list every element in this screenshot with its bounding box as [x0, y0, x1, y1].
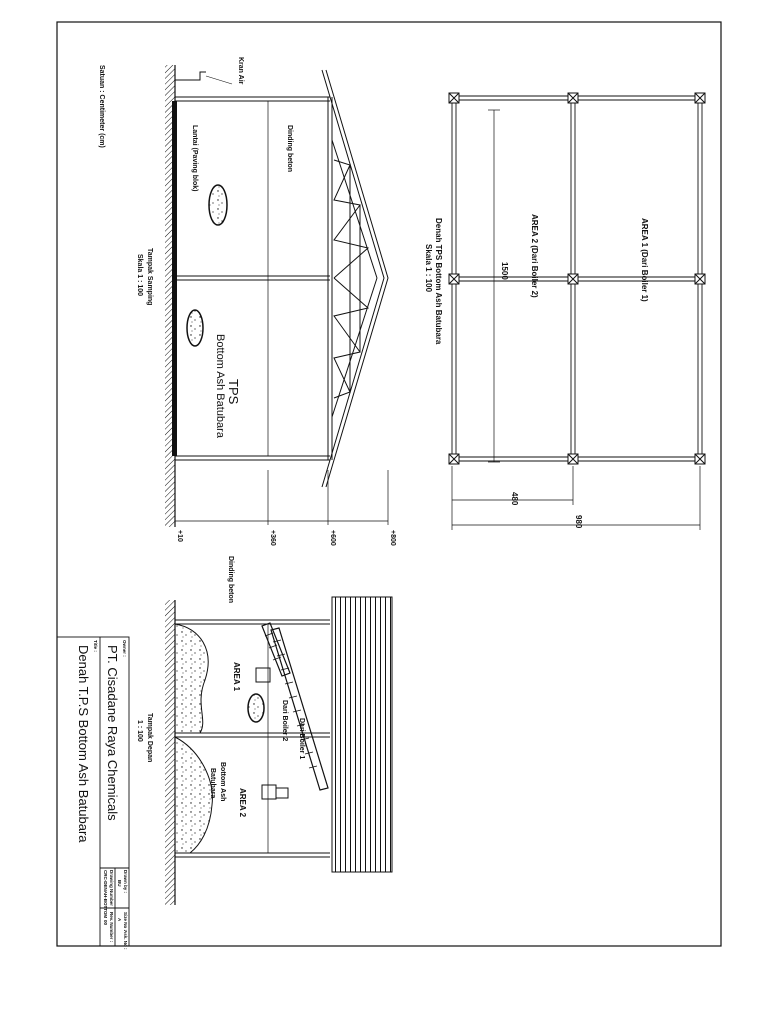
side-kran-air-label: Kran Air [237, 57, 244, 85]
tb-drawn-by: BU [117, 880, 122, 887]
plan-area1-label: AREA 1 (Dari Boiler 1) [640, 218, 649, 302]
ash-heap-area2 [174, 736, 213, 854]
plan-scale: Skala 1 : 100 [424, 244, 433, 293]
tb-title: Denah T.P.S Bottom Ash Batubara [76, 645, 91, 843]
ash-pile-2 [186, 309, 204, 347]
front-boiler2-label: Dari Boiler 2 [281, 700, 288, 742]
ash-pile-3 [247, 693, 265, 723]
plan-title: Denah TPS Bottom Ash Batubara [434, 218, 443, 345]
chute-1 [255, 667, 271, 683]
kran-air-pipe [175, 71, 206, 81]
tb-title-label: Title : [93, 640, 98, 652]
ash-heap-area1 [174, 623, 209, 734]
title-block-frame [56, 636, 130, 947]
level-markers [174, 470, 389, 525]
tb-drawn-by-label: Drawn by : [123, 870, 128, 894]
plan-dim-980: 980 [574, 515, 583, 529]
front-ground-hatch [165, 600, 175, 905]
plan-dim-480: 480 [510, 492, 519, 506]
plan-dim-length: 1500 [500, 262, 509, 280]
tb-owner: PT. Cisadane Raya Chemicals [105, 645, 120, 821]
plan-columns [448, 92, 706, 465]
front-area1-label: AREA 1 [232, 662, 241, 692]
front-view [165, 596, 393, 905]
sheet-border [56, 21, 722, 947]
level-marker-600: +600 [329, 530, 336, 546]
side-tps-label: TPS [226, 379, 241, 405]
front-boiler1-label: Dari Boiler 1 [298, 718, 305, 760]
level-marker-360: +360 [269, 530, 276, 546]
plan-view [448, 92, 706, 530]
side-view [165, 65, 389, 527]
level-marker-800: +800 [389, 530, 396, 546]
tb-size: A [117, 918, 122, 922]
front-title: Tampak Depan [146, 713, 153, 763]
side-scale: Skala 1 : 100 [136, 254, 143, 297]
conveyor-2-rungs [264, 632, 282, 661]
tb-owner-label: Owner : [122, 640, 127, 657]
tb-ask-label: Ask. No : [123, 930, 128, 950]
front-scale: 1 : 100 [136, 720, 143, 742]
ash-pile-1 [208, 184, 228, 226]
chute-2 [261, 784, 277, 800]
plan-area2-label: AREA 2 (Dari Boiler 2) [530, 214, 539, 298]
tb-rev-label: Rev. Number : [109, 912, 114, 943]
front-dinding-beton-label: Dinding beton [227, 556, 234, 604]
front-roof [331, 596, 393, 873]
tb-size-label: Size No : [123, 912, 128, 932]
side-title: Tampak Samping [146, 248, 153, 306]
front-batubara-label: Batubara [209, 768, 216, 799]
front-area2-label: AREA 2 [238, 788, 247, 818]
side-lantai-label: Lantai (Paving blok) [191, 125, 198, 192]
front-walls [175, 619, 330, 858]
side-ground-hatch [165, 65, 175, 527]
level-marker-10: +10 [176, 530, 183, 542]
roof-truss [321, 69, 389, 488]
tb-drawing-no: CRC-DENAH-BOTTOM [103, 870, 108, 919]
front-bottom-ash-label: Bottom Ash [219, 762, 226, 802]
tb-rev: 00 [103, 920, 108, 926]
side-dinding-beton-label: Dinding beton [286, 125, 293, 173]
tb-drawing-no-label: Drawing Number : [109, 870, 114, 909]
side-tps-sub-label: Bottom Ash Batubara [214, 334, 226, 438]
conveyor-1 [270, 627, 329, 791]
satuan-label: Satuan : Centimeter (cm) [98, 65, 105, 148]
plan-dimensions [451, 109, 701, 530]
side-walls [175, 96, 333, 461]
